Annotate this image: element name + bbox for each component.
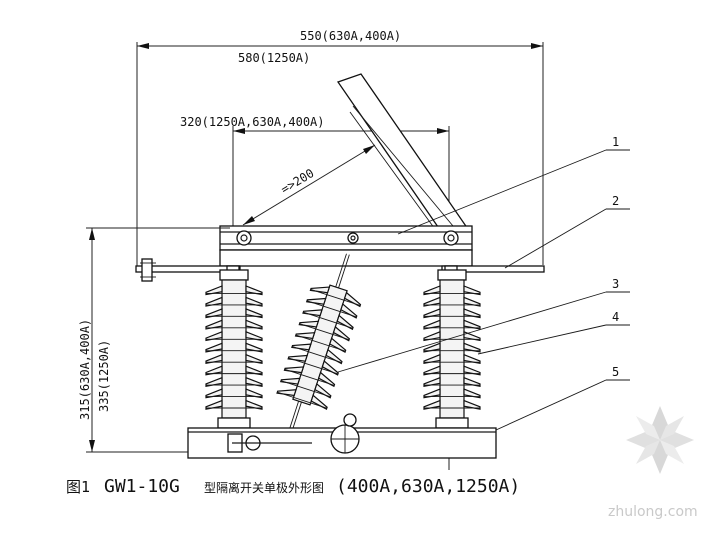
callout-leaders: 1 2 3 4 5 xyxy=(337,135,630,431)
height-1250-label: 335(1250A) xyxy=(97,340,111,412)
right-post-insulator xyxy=(423,269,481,429)
callout-4: 4 xyxy=(612,310,619,324)
height-dimension: 315(630A,400A) 335(1250A) xyxy=(78,227,230,453)
top-contact-frame xyxy=(135,225,545,282)
callout-5: 5 xyxy=(612,365,619,379)
caption-description: 型隔离开关单极外形图 xyxy=(204,480,324,495)
overall-width-label: 550(630A,400A) xyxy=(300,29,401,43)
base-frame xyxy=(187,413,497,459)
overall-width-dimension: 550(630A,400A) 580(1250A) xyxy=(136,29,544,270)
blade-clearance-dimension: =>200 xyxy=(242,144,376,226)
callout-2: 2 xyxy=(612,194,619,208)
caption-ratings: (400A,630A,1250A) xyxy=(336,476,520,497)
caption-prefix: 图1 xyxy=(66,478,90,496)
caption-model: GW1-10G xyxy=(104,476,180,497)
callout-1: 1 xyxy=(612,135,619,149)
overall-width-1250-label: 580(1250A) xyxy=(238,51,310,65)
pole-spacing-label: 320(1250A,630A,400A) xyxy=(180,115,325,129)
zhulong-logo-icon xyxy=(626,406,694,474)
watermark: zhulong.com xyxy=(608,406,698,520)
height-630-400-label: 315(630A,400A) xyxy=(78,319,92,420)
watermark-text: zhulong.com xyxy=(608,504,698,520)
callout-3: 3 xyxy=(612,277,619,291)
pull-rod-insulator xyxy=(276,253,362,445)
open-switch-blade xyxy=(336,73,472,241)
figure-caption: 图1 GW1-10G 型隔离开关单极外形图 (400A,630A,1250A) xyxy=(66,476,520,497)
left-post-insulator xyxy=(205,269,263,429)
